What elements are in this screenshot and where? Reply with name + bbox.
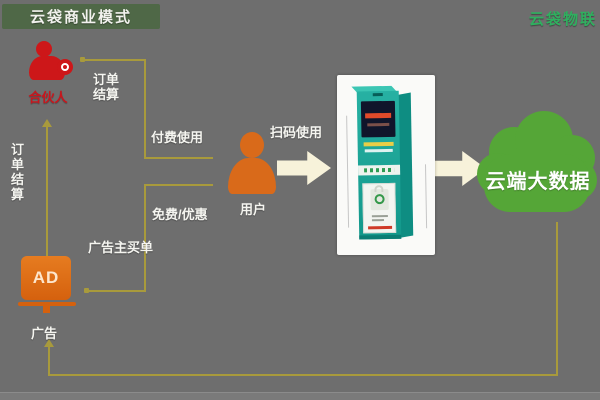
kiosk-poster bbox=[362, 182, 397, 234]
kiosk-text-row bbox=[364, 148, 393, 153]
kiosk-text-row bbox=[363, 141, 394, 147]
order-settlement-side-label: 订单结算 bbox=[11, 142, 25, 202]
ad-billboard-icon: AD bbox=[18, 256, 76, 313]
brand-logo: 云袋物联 bbox=[528, 11, 597, 28]
cloud-label: 云端大数据 bbox=[485, 171, 591, 193]
partner-person-icon bbox=[28, 41, 76, 81]
kiosk-base bbox=[359, 234, 402, 240]
arrow-right-icon bbox=[277, 151, 331, 185]
kiosk-ad-screen bbox=[360, 100, 396, 138]
cloud-shape bbox=[477, 111, 597, 212]
connector-to-ad bbox=[48, 347, 50, 375]
advertiser-pays-label: 广告主买单 bbox=[88, 240, 154, 255]
partner-head bbox=[36, 41, 52, 57]
kiosk-front-face bbox=[356, 90, 402, 240]
connector-partner-to-user bbox=[144, 157, 213, 159]
connector-dot bbox=[84, 288, 89, 293]
ad-label: 广告 bbox=[30, 326, 57, 341]
dimension-line bbox=[346, 115, 350, 228]
connector-partner-h bbox=[83, 59, 146, 61]
page-title: 云袋商业模式 bbox=[2, 4, 160, 29]
pay-use-label: 付费使用 bbox=[151, 130, 204, 145]
connector-ad-to-user bbox=[144, 184, 213, 186]
recycle-icon bbox=[374, 194, 385, 205]
user-person-icon bbox=[228, 132, 276, 194]
arrowhead-up-icon bbox=[44, 339, 54, 347]
ad-board-post bbox=[43, 306, 50, 313]
cloud-icon: 云端大数据 bbox=[476, 108, 598, 218]
kiosk-machine bbox=[335, 74, 436, 256]
user-head bbox=[240, 132, 264, 158]
kiosk-product-image bbox=[337, 75, 435, 255]
connector-bottom bbox=[48, 374, 558, 376]
order-settlement-top-label: 订单结算 bbox=[93, 72, 120, 102]
kiosk-logo bbox=[372, 93, 383, 97]
photo-bottom-edge bbox=[0, 392, 600, 400]
bag-icon bbox=[370, 188, 389, 211]
connector-cloud-down bbox=[556, 222, 558, 375]
scan-use-label: 扫码使用 bbox=[270, 125, 323, 140]
connector-ad-to-partner bbox=[46, 127, 48, 256]
ad-board-bar bbox=[18, 302, 76, 306]
user-label: 用户 bbox=[239, 202, 266, 217]
connector-dot bbox=[80, 57, 85, 62]
partner-badge-icon bbox=[57, 59, 73, 75]
user-body bbox=[228, 158, 276, 194]
connector-ad-v bbox=[144, 184, 146, 292]
connector-ad-h bbox=[87, 290, 146, 292]
arrowhead-up-icon bbox=[42, 119, 52, 127]
ad-board: AD bbox=[21, 256, 71, 300]
free-discount-label: 免费/优惠 bbox=[152, 207, 208, 222]
partner-label: 合伙人 bbox=[28, 90, 68, 105]
dimension-line bbox=[424, 164, 428, 229]
kiosk-label-band bbox=[358, 164, 401, 176]
connector-partner-v bbox=[144, 59, 146, 159]
